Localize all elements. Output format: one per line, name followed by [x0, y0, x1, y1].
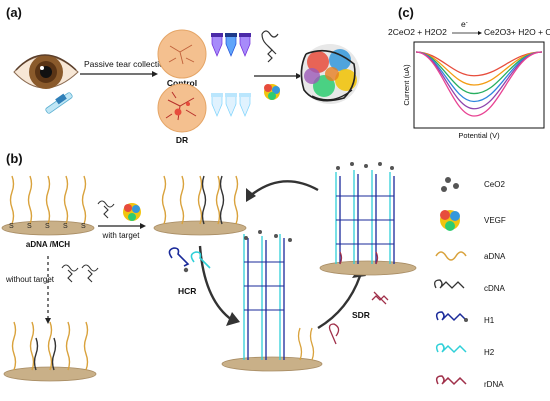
without-target-label: without target [5, 275, 55, 284]
collection-label: Passive tear collection [84, 59, 169, 69]
legend-ceo2-icon [441, 177, 459, 192]
legend-h1-dot [464, 318, 468, 322]
adna-cdna-strands-2 [11, 321, 89, 371]
legend-ceo2-label: CeO2 [484, 180, 505, 189]
free-cdna-icons [61, 264, 99, 283]
adna-mch-label: aDNA /MCH [26, 240, 70, 249]
legend-h1-label: H1 [484, 316, 495, 325]
arrow-head-icon [140, 223, 146, 229]
cv-plot-frame [413, 41, 545, 129]
reaction-right: Ce2O3+ H2O + O2 [484, 27, 550, 37]
dr-retina [157, 83, 207, 133]
panel-b-label: (b) [6, 151, 23, 166]
cv-ylabel: Current (uA) [402, 64, 411, 106]
svg-text:S: S [81, 223, 86, 230]
with-target-label: with target [102, 231, 141, 240]
legend-rdna-label: rDNA [484, 380, 504, 389]
arrow-head-icon [226, 312, 240, 326]
adna-strands-1 [9, 175, 87, 225]
control-retina [157, 29, 207, 79]
arrow-hcr [198, 245, 233, 321]
sdr-label: SDR [352, 310, 370, 320]
h1-hairpin-icon [168, 247, 190, 273]
capillary-tube-icon [45, 92, 73, 114]
legend-cdna-icon [434, 279, 465, 289]
rdna-free-icons [328, 291, 389, 345]
svg-text:S: S [9, 223, 14, 230]
svg-text:S: S [63, 223, 68, 230]
arrow-head-icon [296, 73, 302, 79]
cdna-vegf-icons [97, 200, 141, 221]
electrode-platform-2 [3, 366, 97, 382]
svg-text:S: S [27, 223, 32, 230]
ceo2-particles-top [336, 162, 394, 170]
legend-h2-icon [435, 343, 467, 354]
legend-vegf-label: VEGF [484, 216, 506, 225]
vegf-cdna-complex [300, 44, 360, 104]
adna-cdna-strands-3 [161, 175, 239, 225]
legend-adna-icon [435, 251, 467, 261]
dr-label: DR [176, 135, 188, 145]
hcr-label: HCR [178, 286, 196, 296]
reaction-electron: e- [461, 19, 468, 29]
cdna-small-icon [261, 30, 279, 63]
svg-text:S: S [45, 223, 50, 230]
hcr-polymer-strands [243, 234, 315, 361]
arrow-head-icon [246, 188, 256, 202]
arrow-head-icon [45, 318, 51, 324]
electrode-platform-4 [221, 356, 323, 372]
cv-xlabel: Potential (V) [458, 131, 500, 140]
legend-adna-label: aDNA [484, 252, 506, 261]
electrode-platform-5 [319, 260, 417, 276]
dr-tubes [211, 93, 251, 117]
panel-a-label: (a) [6, 5, 22, 20]
arrow-cycle-back [249, 180, 319, 197]
cv-curve [415, 51, 543, 117]
cv-curve [415, 51, 543, 86]
electrode-platform-3 [153, 220, 247, 236]
cv-curve [415, 51, 543, 110]
legend-h1-icon [435, 311, 467, 322]
electrode-platform-1 [1, 220, 95, 236]
cv-curve [415, 51, 543, 103]
cv-curve [415, 51, 543, 77]
arrow-head-icon [152, 71, 158, 77]
cv-curves [415, 51, 543, 117]
vegf-small-icon [264, 84, 280, 100]
ceo2-particles-mid [244, 230, 292, 242]
eye-illustration [13, 54, 79, 89]
tall-duplex-strands [335, 170, 395, 265]
cv-curve [415, 51, 543, 95]
panel-c-label: (c) [398, 5, 414, 20]
arrow-sdr [317, 275, 362, 330]
legend-vegf-icon [440, 210, 460, 231]
legend-h2-label: H2 [484, 348, 495, 357]
reaction-left: 2CeO2 + H2O2 [388, 27, 447, 37]
control-label: Control [167, 78, 197, 88]
arrow-head-icon [478, 31, 482, 35]
control-tubes [211, 33, 251, 57]
h2-hairpin-icon [190, 251, 211, 269]
legend: CeO2 VEGF aDNA cDNA H1 H2 rDNA [434, 177, 506, 389]
legend-rdna-icon [435, 375, 467, 386]
legend-cdna-label: cDNA [484, 284, 506, 293]
